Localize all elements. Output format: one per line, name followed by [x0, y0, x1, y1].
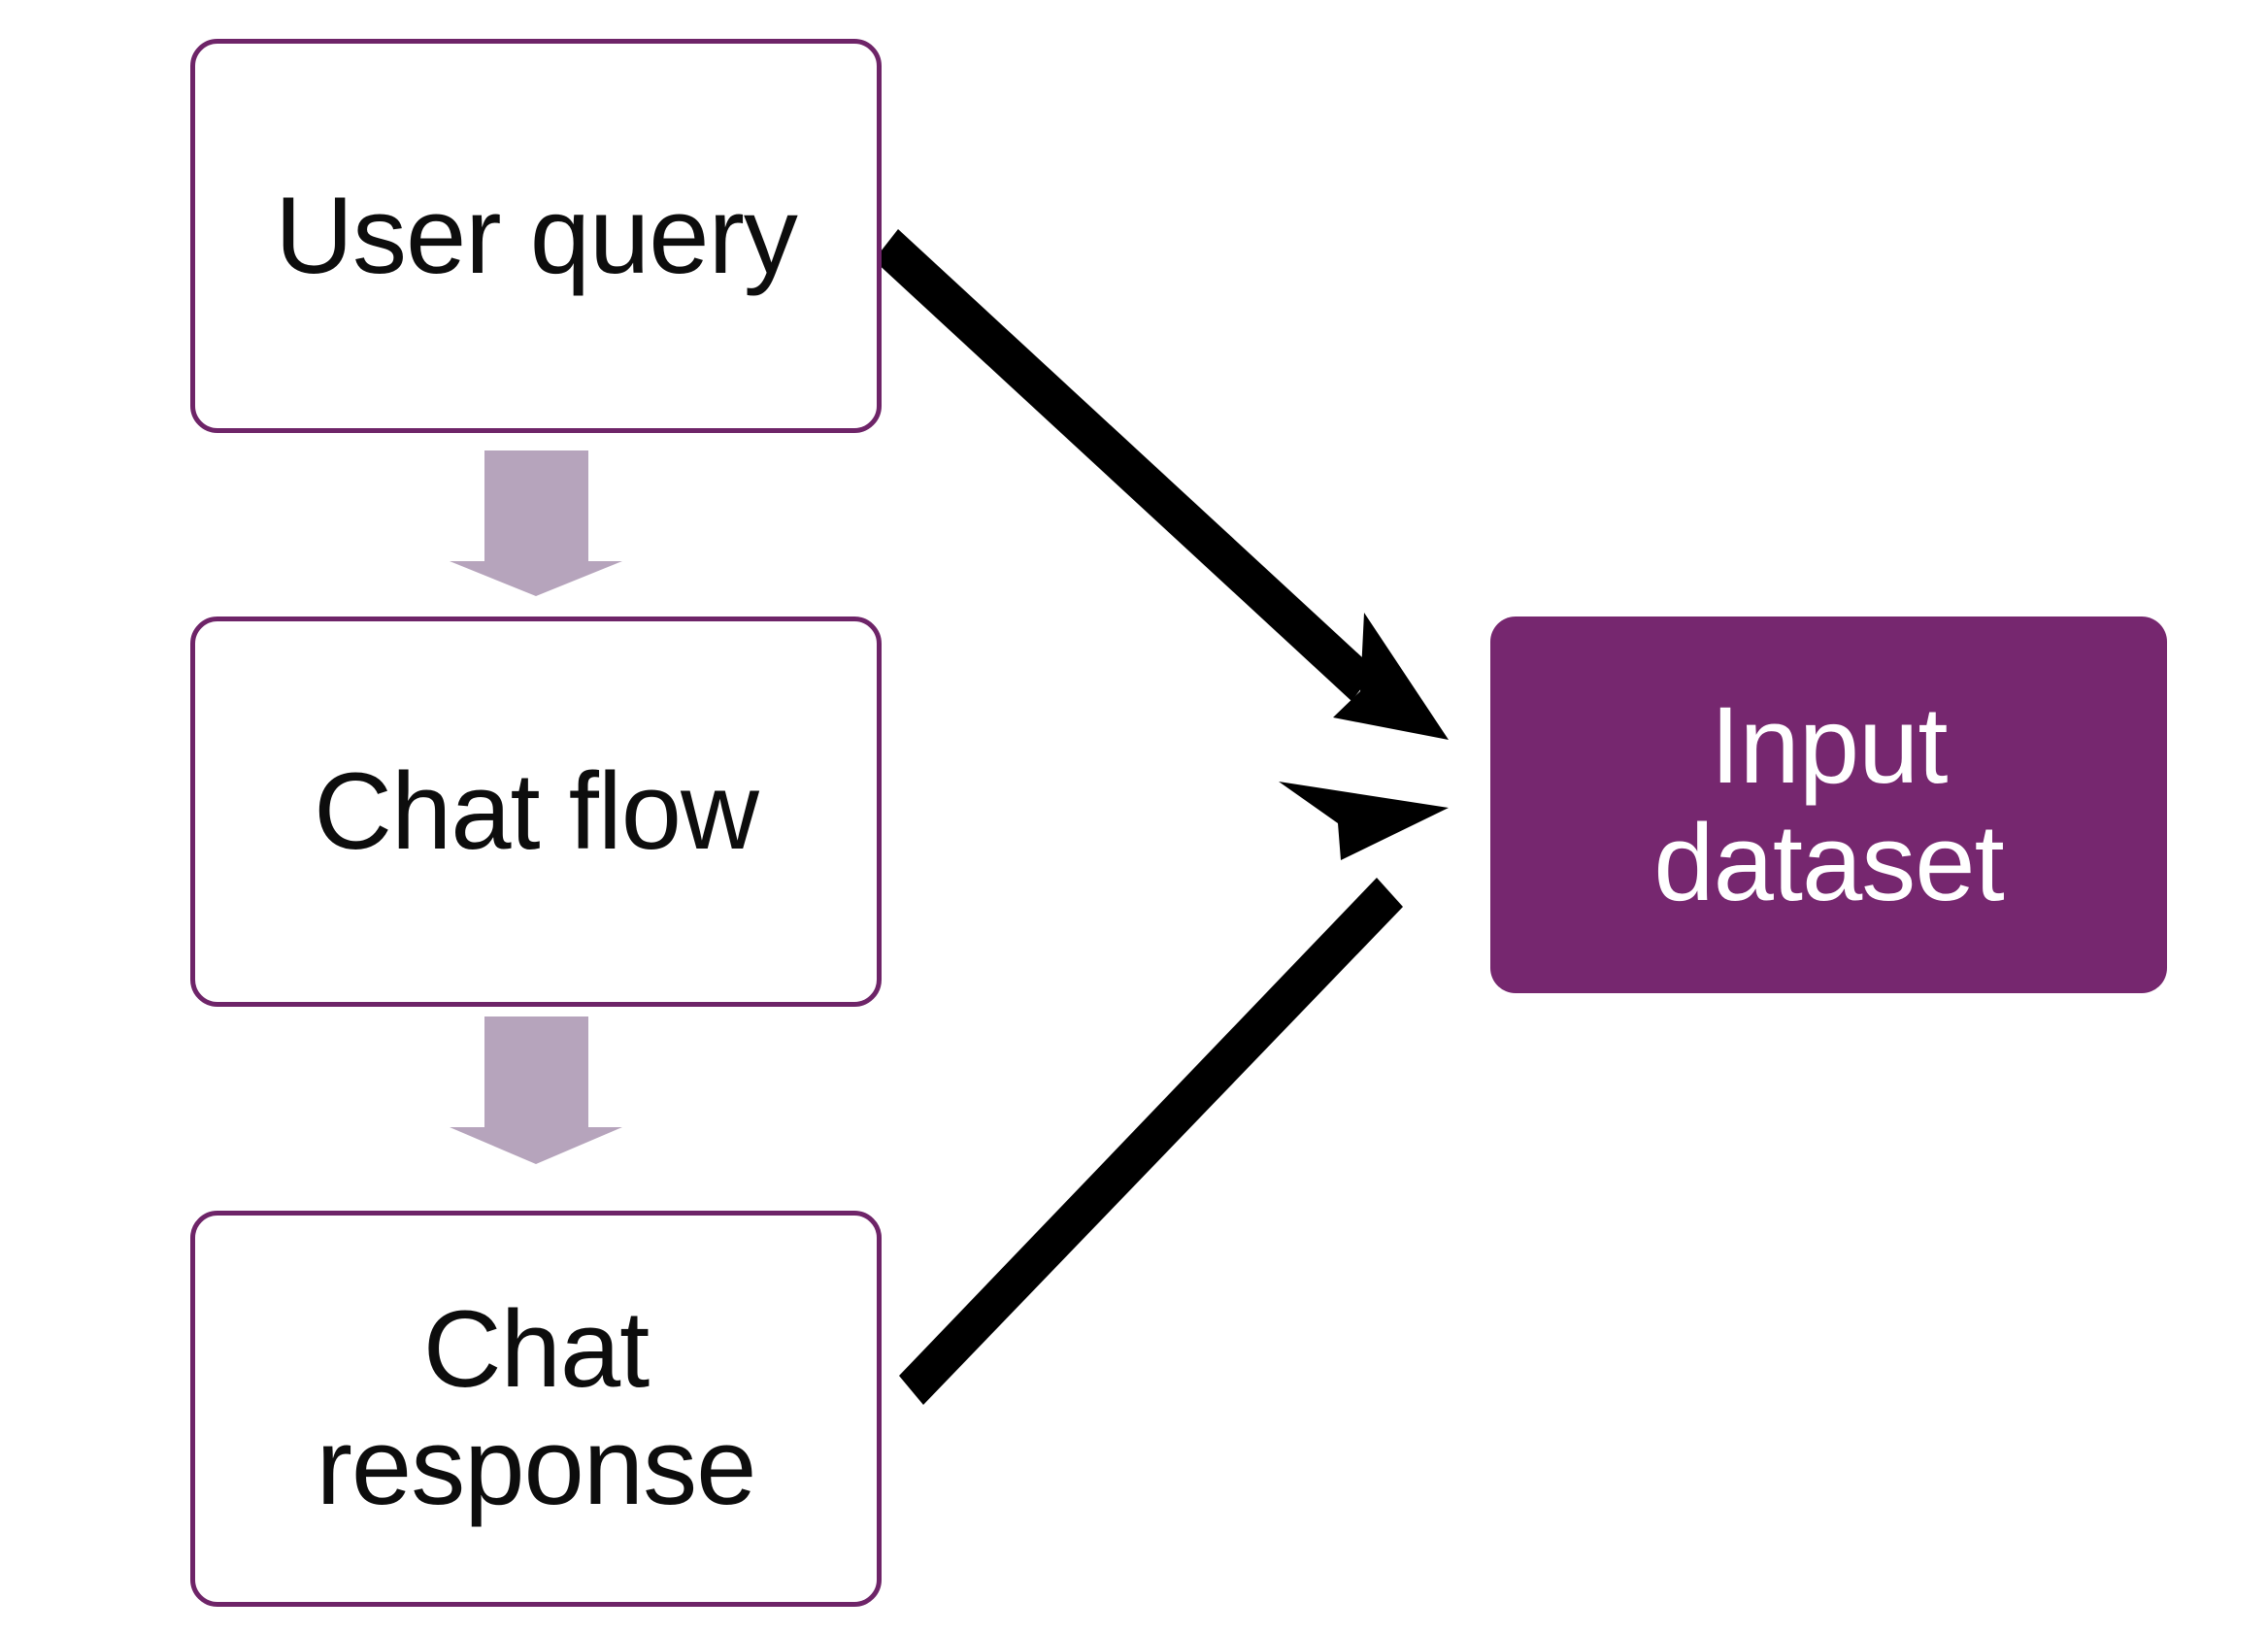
line-arrow-chat-response-to-input-dataset: [899, 782, 1449, 1405]
line-arrow-user-query-to-input-dataset: [874, 229, 1449, 740]
node-user-query-label: User query: [275, 174, 798, 296]
node-chat-response-label: Chat response: [316, 1288, 757, 1527]
block-arrow-chat-flow-to-chat-response: [450, 1016, 622, 1164]
block-arrow-user-query-to-chat-flow: [450, 450, 622, 596]
node-input-dataset[interactable]: Input dataset: [1490, 617, 2167, 993]
node-chat-response[interactable]: Chat response: [190, 1211, 882, 1607]
node-chat-flow[interactable]: Chat flow: [190, 617, 882, 1007]
node-user-query[interactable]: User query: [190, 39, 882, 433]
node-chat-flow-label: Chat flow: [314, 750, 759, 872]
node-input-dataset-label: Input dataset: [1653, 684, 2004, 923]
